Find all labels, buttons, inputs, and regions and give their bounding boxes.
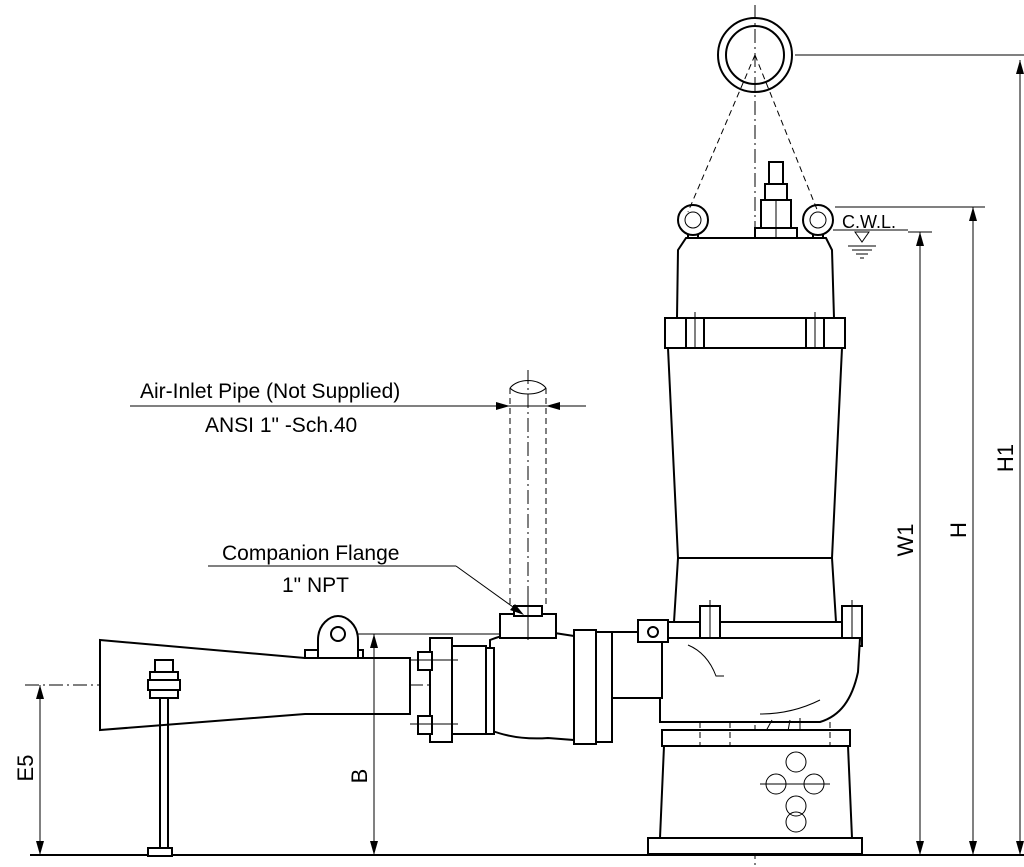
motor-band	[664, 312, 846, 352]
b-label: B	[347, 769, 372, 784]
discharge-flanges	[410, 637, 495, 743]
motor-body	[666, 347, 844, 559]
lifting-eye-right	[802, 204, 834, 245]
cwl-marker	[833, 229, 908, 259]
cable-gland	[754, 161, 798, 241]
cwl-label: C.W.L.	[842, 212, 896, 232]
air-inlet-spec: ANSI 1" -Sch.40	[205, 414, 357, 437]
dimension-h1	[795, 54, 1024, 855]
dimension-w1	[908, 231, 932, 855]
air-inlet-title: Air-Inlet Pipe (Not Supplied)	[140, 380, 400, 403]
casing-flange	[657, 600, 863, 650]
support-stand	[147, 659, 181, 857]
e5-label: E5	[13, 755, 38, 782]
dimension-h	[835, 206, 985, 855]
motor-top-cap	[675, 237, 836, 319]
h-label: H	[946, 522, 971, 538]
discharge-pipe	[489, 630, 575, 742]
lifting-ring	[717, 17, 793, 93]
companion-flange-leader	[208, 565, 524, 615]
lifting-chains	[687, 54, 819, 213]
volute-casing	[659, 637, 862, 723]
base-holes	[760, 751, 830, 833]
motor-lower-housing	[672, 557, 838, 623]
companion-flange-label: Companion Flange	[222, 542, 399, 565]
h1-label: H1	[993, 444, 1018, 472]
companion-flange	[499, 600, 557, 640]
w1-label: W1	[893, 524, 918, 557]
companion-flange-spec: 1" NPT	[282, 574, 349, 597]
dimension-e5	[36, 685, 44, 855]
dimension-b	[358, 633, 500, 855]
air-pipe-width-dimension	[130, 402, 586, 410]
hanger-bracket	[317, 614, 359, 659]
air-inlet-pipe	[509, 380, 547, 606]
pump-stand	[647, 722, 863, 855]
